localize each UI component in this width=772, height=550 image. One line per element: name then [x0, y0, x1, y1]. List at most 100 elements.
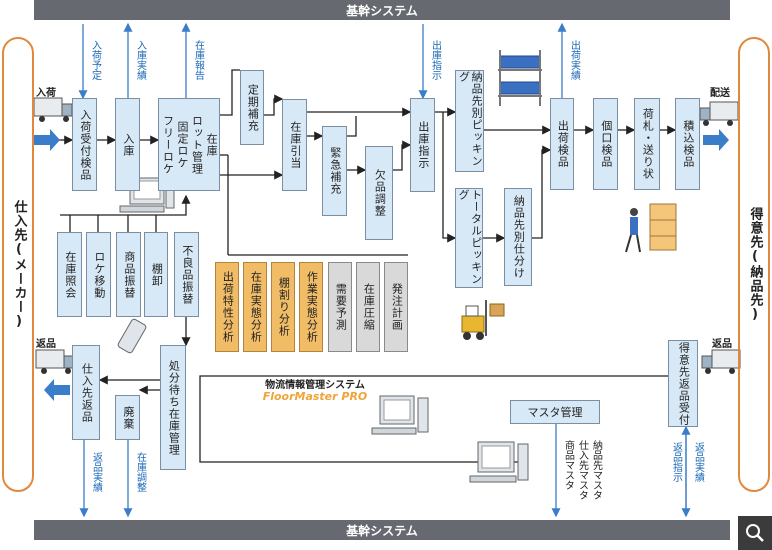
box-ketsuhin-chosei: 欠品調整	[365, 146, 393, 240]
box-kinkyu-hoju: 緊急補充	[322, 126, 347, 216]
zoom-button[interactable]	[738, 516, 772, 550]
zaiko-hokoku-label: 在庫報告	[192, 40, 204, 80]
box-shukka-kenpin-text: 出荷検品	[556, 120, 570, 168]
zaiko-kanri-zaiko: 在庫	[205, 132, 219, 157]
zaiko-chosei-label: 在庫調整	[134, 452, 146, 492]
box-shohin-furikae-text: 商品振替	[122, 250, 136, 299]
shukko-shiji-label: 出庫指示	[429, 40, 441, 80]
analysis-zaiko-asshuku-text: 在庫圧縮	[362, 283, 376, 331]
system-name: 物流情報管理システム	[265, 380, 365, 391]
box-roke-ido: ロケ移動	[86, 232, 111, 317]
bottom-system-bar: 基幹システム	[34, 520, 730, 540]
box-zaiko-shokai: 在庫照会	[57, 232, 82, 317]
picking-cart-icon	[498, 50, 542, 106]
box-zaiko-hikiate: 在庫引当	[282, 99, 307, 191]
henpin-shiji-label: 返品指示	[670, 442, 682, 482]
analysis-juyo-yosoku: 需要予測	[328, 262, 352, 352]
computer-icon	[469, 441, 529, 483]
analysis-juyo-yosoku-text: 需要予測	[334, 283, 348, 331]
box-furyohin-furikae: 不良品振替	[174, 232, 199, 317]
box-nohinsaki-shiwake-text: 納品先別仕分け	[512, 195, 526, 279]
box-shiiresaki-henpin: 仕入先返品	[72, 345, 100, 440]
box-nyuka-uketsuke: 入荷受付検品	[72, 98, 97, 191]
analysis-zaiko-jittai-text: 在庫実態分析	[249, 271, 263, 343]
box-nohinsaki-picking-text: 納品先別ピッキング	[457, 71, 484, 167]
box-shukko-shiji-text: 出庫指示	[416, 121, 430, 169]
box-tokuisaki-henpin-text: 得意先返品受付	[677, 341, 691, 426]
top-system-label: 基幹システム	[346, 3, 418, 18]
handy-terminal-icon	[117, 318, 147, 354]
box-total-picking: トータルピッキング	[455, 188, 483, 288]
zaiko-kanri-fixed: 固定ロケ	[176, 120, 190, 169]
nyuka-yotei-label: 入荷予定	[89, 40, 101, 80]
box-haiki-text: 廃棄	[121, 405, 135, 430]
nyuko-jisseki-label: 入庫実績	[134, 40, 146, 80]
henpin-left-label: 返品	[36, 339, 56, 350]
henpin-jisseki-right-label: 返品実績	[692, 442, 704, 482]
supplier-label: 仕入先(メーカー)	[11, 199, 27, 330]
box-nyuko: 入庫	[115, 98, 140, 191]
computer-icon	[371, 395, 429, 435]
box-ketsuhin-chosei-text: 欠品調整	[373, 169, 387, 217]
analysis-sagyo-jittai: 作業実態分析	[299, 262, 323, 352]
box-shiiresaki-henpin-text: 仕入先返品	[80, 362, 94, 423]
analysis-shukka-tokusei: 出荷特性分析	[215, 262, 239, 352]
customer-label: 得意先(納品先)	[747, 206, 763, 323]
truck-icon	[699, 101, 739, 126]
zaiko-kanri-lot: ロット管理	[190, 114, 204, 175]
box-tanaoroshi-text: 棚卸	[150, 262, 164, 287]
analysis-zaiko-asshuku: 在庫圧縮	[356, 262, 380, 352]
bottom-system-label: 基幹システム	[346, 523, 418, 538]
truck-icon	[35, 349, 75, 374]
box-koguchi-kenpin-text: 個口検品	[599, 120, 613, 168]
box-zaiko-kanri: フリーロケ 固定ロケ ロット管理 在庫	[158, 98, 220, 191]
box-zaiko-hikiate-text: 在庫引当	[288, 121, 302, 169]
box-zaiko-shokai-text: 在庫照会	[63, 250, 77, 299]
box-tokuisaki-henpin: 得意先返品受付	[668, 340, 698, 427]
box-koguchi-kenpin: 個口検品	[593, 98, 618, 190]
worker-icon	[625, 203, 677, 253]
box-kinkyu-hoju-text: 緊急補充	[328, 147, 342, 195]
forklift-icon	[461, 300, 505, 340]
analysis-zaiko-jittai: 在庫実態分析	[243, 262, 267, 352]
henpin-right-label: 返品	[712, 339, 732, 350]
box-nyuko-text: 入庫	[121, 132, 135, 157]
magnify-icon	[746, 524, 764, 542]
box-haiki: 廃棄	[115, 395, 140, 440]
box-shukka-kenpin: 出荷検品	[550, 98, 574, 190]
box-teiki-hoju-text: 定期補充	[246, 83, 260, 132]
truck-icon	[33, 97, 73, 122]
analysis-tanawari: 棚割り分析	[271, 262, 295, 352]
henpin-jisseki-left-label: 返品実績	[90, 452, 102, 492]
supplier-side: 仕入先(メーカー)	[2, 37, 34, 492]
box-nifuda-okurijo: 荷札・送り状	[634, 98, 660, 190]
box-nohinsaki-picking: 納品先別ピッキング	[455, 70, 484, 172]
shukka-jisseki-label: 出荷実績	[568, 40, 580, 80]
system-brand: FloorMaster PRO	[262, 390, 368, 403]
analysis-tanawari-text: 棚割り分析	[277, 277, 291, 337]
nyuka-label: 入荷	[36, 88, 56, 99]
box-nifuda-okurijo-text: 荷札・送り状	[641, 108, 655, 180]
box-nyuka-uketsuke-text: 入荷受付検品	[78, 108, 92, 181]
analysis-hacchu-keikaku: 発注計画	[384, 262, 408, 352]
box-shohin-furikae: 商品振替	[116, 232, 141, 317]
box-total-picking-text: トータルピッキング	[457, 189, 483, 285]
box-nohinsaki-shiwake: 納品先別仕分け	[504, 188, 532, 286]
box-shukko-shiji: 出庫指示	[410, 98, 435, 192]
analysis-sagyo-jittai-text: 作業実態分析	[305, 271, 319, 343]
haiso-label: 配送	[710, 88, 730, 99]
top-system-bar: 基幹システム	[34, 0, 730, 20]
box-tanaoroshi: 棚卸	[144, 232, 168, 317]
truck-icon	[701, 349, 741, 374]
zaiko-kanri-free: フリーロケ	[161, 114, 175, 175]
master-nohinsaki: 納品先マスタ	[590, 440, 602, 500]
box-masuta-kanri-text: マスタ管理	[527, 406, 583, 419]
master-shiiresaki: 仕入先マスタ	[576, 440, 588, 500]
box-tsumikomi-kenpin: 積込検品	[675, 98, 700, 190]
box-shobun-machi-text: 処分待ち在庫管理	[167, 359, 181, 456]
box-furyohin-furikae-text: 不良品振替	[180, 244, 194, 305]
box-tsumikomi-kenpin-text: 積込検品	[681, 120, 695, 168]
box-shobun-machi: 処分待ち在庫管理	[160, 345, 186, 470]
box-masuta-kanri: マスタ管理	[510, 400, 600, 424]
